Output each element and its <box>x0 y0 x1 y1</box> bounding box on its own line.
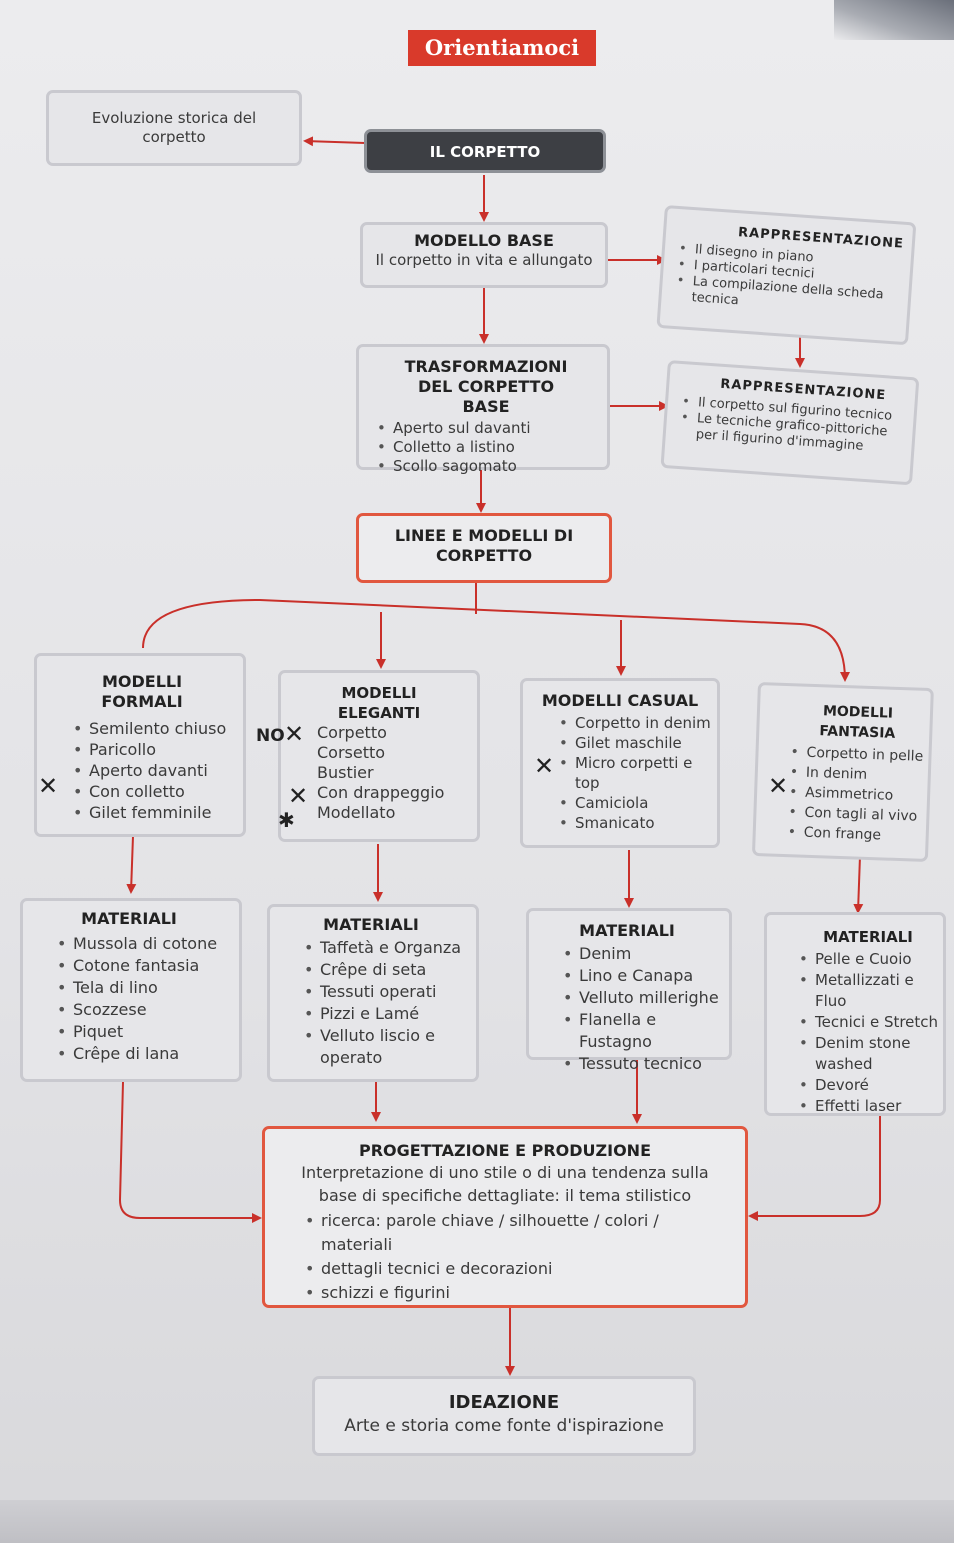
arrow-formali-mat1 <box>126 835 137 894</box>
evoluzione-box: Evoluzione storica del corpetto <box>46 90 302 166</box>
cross-mark-icon: ✕ <box>284 720 305 748</box>
formali-item: Paricollo <box>73 739 237 760</box>
modello-base-text: Il corpetto in vita e allungato <box>375 251 593 269</box>
modelli-casual-heading: MODELLI CASUAL <box>541 691 699 710</box>
page-title: Orientiamoci <box>408 30 596 66</box>
mat4-item: Denim stone washed <box>799 1033 925 1075</box>
materiali-1-box: MATERIALI Mussola di cotone Cotone fanta… <box>20 898 242 1082</box>
casual-item: Corpetto in denim <box>559 713 711 733</box>
page-corner-shadow <box>834 0 954 40</box>
ideazione-text: Arte e storia come fonte d'ispirazione <box>344 1416 664 1436</box>
rappresentazione-1-box: RAPPRESENTAZIONE Il disegno in piano I p… <box>656 205 917 346</box>
casual-item: Micro corpetti e top <box>559 753 715 793</box>
formali-item: Con colletto <box>73 781 237 802</box>
progettazione-heading: PROGETTAZIONE E PRODUZIONE <box>359 1141 651 1160</box>
formali-item: Semilento chiuso <box>73 718 237 739</box>
mat4-item: Pelle e Cuoio <box>799 949 939 970</box>
evoluzione-text: Evoluzione storica del corpetto <box>91 109 257 146</box>
casual-item: Gilet maschile <box>559 733 711 753</box>
trasformazioni-item: Colletto a listino <box>377 438 597 457</box>
cross-mark-icon: ✱ <box>278 808 295 832</box>
mat1-item: Scozzese <box>57 999 233 1021</box>
progettazione-item: schizzi e figurini <box>305 1281 729 1305</box>
connector-split-bar <box>142 598 850 682</box>
materiali-3-heading: MATERIALI <box>579 921 675 940</box>
linee-modelli-box: LINEE E MODELLI DI CORPETTO <box>356 513 612 583</box>
materiali-1-heading: MATERIALI <box>81 909 177 928</box>
rappresentazione-2-box: RAPPRESENTAZIONE Il corpetto sul figurin… <box>660 360 920 486</box>
arrow-mat1-progettazione <box>118 1081 262 1223</box>
materiali-3-box: MATERIALI Denim Lino e Canapa Velluto mi… <box>526 908 732 1075</box>
progettazione-box: PROGETTAZIONE E PRODUZIONE Interpretazio… <box>262 1126 748 1308</box>
mat4-item: Tecnici e Stretch <box>799 1012 939 1033</box>
mat1-item: Crêpe di lana <box>57 1043 233 1065</box>
progettazione-item: ricerca: parole chiave / silhouette / co… <box>305 1209 729 1257</box>
mat3-item: Lino e Canapa <box>563 965 723 987</box>
eleganti-list: Corpetto Corsetto Bustier Con drappeggio… <box>317 723 471 823</box>
modelli-eleganti-box: MODELLI ELEGANTI Corpetto Corsetto Busti… <box>278 670 480 842</box>
trasformazioni-heading: TRASFORMAZIONI DEL CORPETTO BASE <box>404 357 568 416</box>
cross-mark-icon: ✕ <box>288 782 309 810</box>
ideazione-heading: IDEAZIONE <box>448 1392 560 1413</box>
modelli-eleganti-heading: MODELLI ELEGANTI <box>337 684 421 722</box>
handwritten-no-note: NO <box>256 726 285 746</box>
linee-modelli-heading: LINEE E MODELLI DI CORPETTO <box>394 526 574 565</box>
materiali-2-heading: MATERIALI <box>323 915 419 934</box>
arrow-fantasia-mat4 <box>853 855 864 914</box>
mat1-item: Tela di lino <box>57 977 233 999</box>
materiali-4-heading: MATERIALI <box>823 928 913 946</box>
progettazione-intro: Interpretazione di uno stile o di una te… <box>301 1163 709 1205</box>
modelli-fantasia-heading: MODELLI FANTASIA <box>819 703 896 742</box>
materiali-4-box: MATERIALI Pelle e Cuoio Metallizzati e F… <box>764 912 946 1117</box>
arrow-corpetto-evoluzione <box>303 136 366 147</box>
mat3-item: Tessuto tecnico <box>563 1053 723 1075</box>
mat2-item: Crêpe di seta <box>304 959 470 981</box>
page-bottom-edge <box>0 1500 954 1543</box>
eleganti-item: Bustier <box>317 763 374 782</box>
il-corpetto-label: IL CORPETTO <box>429 143 541 161</box>
modelli-formali-heading: MODELLI FORMALI <box>101 672 183 711</box>
arrow-mat4-progettazione <box>748 1115 881 1221</box>
progettazione-item: dettagli tecnici e decorazioni <box>305 1257 729 1281</box>
eleganti-item: Corsetto <box>317 743 386 762</box>
mat4-item: Effetti laser <box>799 1096 939 1117</box>
cross-mark-icon: ✕ <box>38 772 59 800</box>
mat1-item: Piquet <box>57 1021 233 1043</box>
trasformazioni-box: TRASFORMAZIONI DEL CORPETTO BASE Aperto … <box>356 344 610 476</box>
cross-mark-icon: ✕ <box>768 772 789 800</box>
modello-base-heading: MODELLO BASE <box>414 231 554 250</box>
mat3-item: Velluto millerighe <box>563 987 723 1009</box>
trasformazioni-item: Scollo sagomato <box>377 457 597 476</box>
formali-item: Gilet femminile <box>73 802 237 823</box>
mat4-item: Devoré <box>799 1075 939 1096</box>
modelli-formali-box: MODELLI FORMALI Semilento chiuso Paricol… <box>34 653 246 837</box>
mat3-item: Flanella e Fustagno <box>563 1009 723 1053</box>
mat4-item: Metallizzati e Fluo <box>799 970 939 1012</box>
eleganti-item: Modellato <box>317 803 396 822</box>
mat1-item: Cotone fantasia <box>57 955 233 977</box>
mat3-item: Denim <box>563 943 723 965</box>
il-corpetto-box: IL CORPETTO <box>364 129 606 173</box>
eleganti-item: Con drappeggio <box>317 783 445 802</box>
casual-item: Smanicato <box>559 813 711 833</box>
mat2-item: Velluto liscio e operato <box>304 1025 450 1069</box>
mat2-item: Pizzi e Lamé <box>304 1003 470 1025</box>
trasformazioni-item: Aperto sul davanti <box>377 419 597 438</box>
modelli-casual-box: MODELLI CASUAL Corpetto in denim Gilet m… <box>520 678 720 848</box>
mat1-item: Mussola di cotone <box>57 933 233 955</box>
modello-base-box: MODELLO BASE Il corpetto in vita e allun… <box>360 222 608 288</box>
cross-mark-icon: ✕ <box>534 752 555 780</box>
eleganti-item: Corpetto <box>317 723 387 742</box>
formali-item: Aperto davanti <box>73 760 237 781</box>
fantasia-item: Con frange <box>803 823 922 847</box>
materiali-2-box: MATERIALI Taffetà e Organza Crêpe di set… <box>267 904 479 1082</box>
casual-item: Camiciola <box>559 793 711 813</box>
mat2-item: Taffetà e Organza <box>304 937 470 959</box>
ideazione-box: IDEAZIONE Arte e storia come fonte d'isp… <box>312 1376 696 1456</box>
mat2-item: Tessuti operati <box>304 981 470 1003</box>
